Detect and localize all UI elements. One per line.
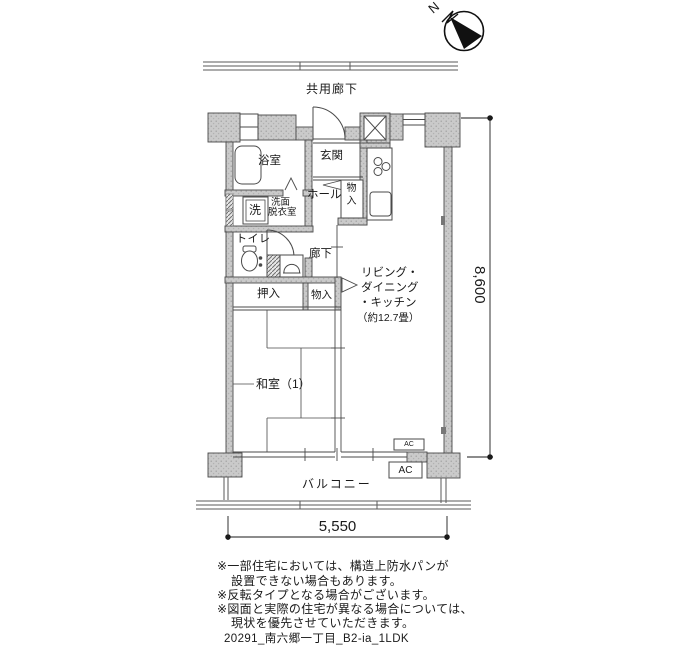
ac-outdoor-box [388, 461, 423, 479]
public-corridor-label: 共用廊下 [306, 82, 359, 96]
note-line-3: ※反転タイプとなる場合がございます。 [217, 588, 435, 602]
room-corridor-label: 廊下 [309, 248, 332, 260]
bathtub-icon [234, 145, 262, 185]
dimension-height [461, 115, 493, 460]
washroom-label-1: 洗面 [271, 197, 291, 208]
room-hall-label: ホール [307, 189, 342, 201]
plan-id-label: 20291_南六郷一丁目_B2-ia_1LDK [224, 633, 409, 645]
toilet-washbasin-icon [266, 254, 304, 278]
balcony-railing [196, 477, 471, 510]
storage-label: 物入 [311, 289, 332, 301]
note-line-2: 設置できない場合もあります。 [231, 574, 403, 588]
closet-front-lines [233, 306, 341, 311]
ac-outdoor-label: AC [398, 465, 413, 476]
ac-indoor-box [393, 438, 425, 451]
kitchen-sink [369, 191, 392, 217]
balcony-windows [233, 448, 407, 461]
ldk-label-1: リビング・ [361, 267, 419, 279]
note-line-1: ※一部住宅においては、構造上防水パンが [217, 559, 449, 573]
dimension-width [225, 516, 450, 540]
entrance-door-icon [312, 106, 346, 140]
room-bath-label: 浴室 [258, 155, 281, 167]
japanese-room-label: 和室（1） [256, 377, 311, 391]
corridor-lines [331, 225, 359, 293]
closet-label: 押入 [257, 288, 280, 300]
ac-indoor-label: AC [404, 441, 414, 448]
washer-label: 洗 [249, 203, 262, 217]
dimension-height-label: 8,600 [471, 266, 488, 304]
washroom-label-2: 脱衣室 [268, 207, 297, 218]
stove-icon [373, 157, 391, 176]
compass-icon [441, 10, 485, 52]
door-stop-mark [441, 427, 446, 434]
bath-folding-door-icon [284, 176, 298, 191]
balcony-label: バルコニー [302, 477, 372, 491]
ldk-label-4: （約12.7畳） [357, 312, 420, 324]
toilet-icon [241, 245, 263, 272]
washer-pan [242, 196, 269, 225]
kitchen-counter [366, 147, 393, 221]
door-stop-mark [441, 216, 445, 225]
note-line-4: ※図面と実際の住宅が異なる場合については、 [217, 602, 473, 616]
genkan-step [313, 142, 364, 219]
sliding-partition [331, 310, 345, 452]
toilet-door-icon [266, 229, 295, 258]
dimension-width-label: 5,550 [318, 518, 357, 535]
note-line-5: 現状を優先させていただきます。 [231, 616, 415, 630]
room-entrance-label: 玄関 [320, 150, 343, 162]
ldk-label-3: ・キッチン [359, 297, 417, 309]
pipe-shaft-icon [363, 115, 387, 141]
corridor-railing [203, 61, 458, 71]
hall-storage-label: 物入 [344, 182, 355, 208]
wall-hatch [225, 193, 234, 210]
ldk-label-2: ダイニング [361, 282, 419, 294]
wall-hatch [225, 210, 234, 227]
windows [239, 113, 426, 141]
tatami-lines [233, 310, 335, 452]
room-toilet-label: トイレ [236, 233, 271, 245]
